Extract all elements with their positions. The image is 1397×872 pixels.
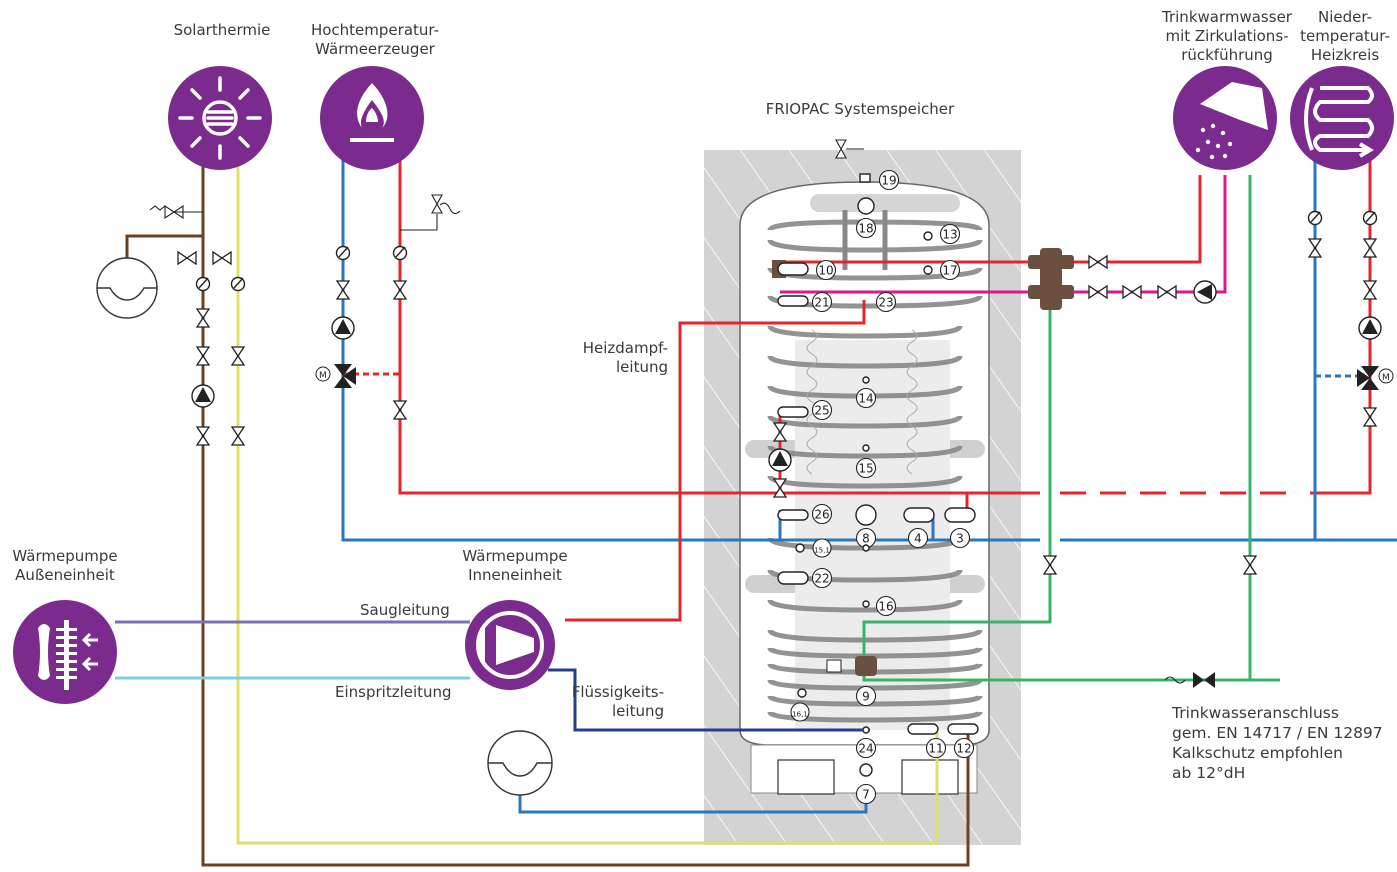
label-anschluss: Trinkwasseranschluss gem. EN 14717 / EN …: [1172, 704, 1383, 782]
port-number: 19: [881, 174, 896, 188]
page-title: FRIOPAC Systemspeicher: [765, 100, 955, 118]
port-number: 4: [914, 532, 922, 546]
port-number: 22: [814, 572, 829, 586]
port-marker: [811, 291, 833, 313]
port-marker: [939, 223, 961, 245]
port-number: 3: [956, 532, 964, 546]
label-hochtemperatur: Hochtemperatur- Wärmeerzeuger: [310, 21, 440, 58]
port-number: 25: [814, 404, 829, 418]
port-number: 8: [862, 532, 870, 546]
label-trinkwarmwasser: Trinkwarmwasser mit Zirkulations- rückfü…: [1162, 8, 1292, 64]
port-number: 10: [818, 264, 833, 278]
port-number: 9: [862, 690, 870, 704]
pipes: [115, 160, 1397, 867]
port-marker: [855, 217, 877, 239]
port-number: 23: [878, 296, 893, 310]
label-niedertemperatur: Nieder- temperatur- Heizkreis: [1300, 8, 1390, 64]
mixing-valve-icon: M M: [315, 364, 1394, 390]
port-marker: [855, 387, 877, 409]
port-marker: [875, 595, 897, 617]
port-number: 15: [858, 462, 873, 476]
port-marker: [878, 169, 900, 191]
port-marker: [811, 503, 833, 525]
label-solarthermie: Solarthermie: [173, 21, 271, 39]
port-marker: [855, 457, 877, 479]
port-number: 16,1: [792, 711, 808, 719]
port-number: 17: [942, 264, 957, 278]
port-number: 16: [878, 600, 893, 614]
valve-icon: [177, 238, 1377, 688]
port-marker: [855, 783, 877, 805]
pump-icon: [191, 280, 1382, 472]
port-number: 15,1: [814, 547, 830, 555]
port-markers: 19 18 13 10 17 21 23 14 25 15 26 8 4 3 15,1 22 16 9 16,1 24…: [790, 169, 975, 805]
port-marker: [811, 567, 833, 589]
label-fluessigkeit: Flüssigkeits- leitung: [571, 683, 664, 720]
label-heizdampf: Heizdampf- leitung: [582, 339, 668, 376]
port-number: 24: [858, 742, 873, 756]
port-marker: [907, 527, 929, 549]
label-saugleitung: Saugleitung: [360, 601, 450, 619]
label-wp-aussen: Wärmepumpe Außeneinheit: [12, 547, 118, 584]
port-marker: [790, 702, 810, 722]
svg-text:M: M: [319, 371, 327, 381]
port-marker: [925, 737, 947, 759]
port-marker: [953, 737, 975, 759]
port-number: 14: [858, 392, 873, 406]
port-marker: [875, 291, 897, 313]
port-number: 11: [928, 742, 943, 756]
port-marker: [812, 538, 832, 558]
port-marker: [811, 399, 833, 421]
safety-valve-icon: [149, 139, 1186, 684]
port-number: 26: [814, 508, 829, 522]
label-einspritzleitung: Einspritzleitung: [335, 683, 452, 701]
svg-text:M: M: [1382, 373, 1390, 383]
port-marker: [855, 685, 877, 707]
port-number: 7: [862, 788, 870, 802]
label-wp-innen: Wärmepumpe Inneneinheit: [462, 547, 568, 584]
expansion-vessel-icon: [96, 257, 553, 796]
port-number: 12: [956, 742, 971, 756]
port-number: 18: [858, 222, 873, 236]
port-number: 13: [942, 228, 957, 242]
port-marker: [939, 259, 961, 281]
port-marker: [949, 527, 971, 549]
port-marker: [855, 737, 877, 759]
tank-connectors: [777, 173, 979, 777]
port-marker: [815, 259, 837, 281]
port-number: 21: [814, 296, 829, 310]
